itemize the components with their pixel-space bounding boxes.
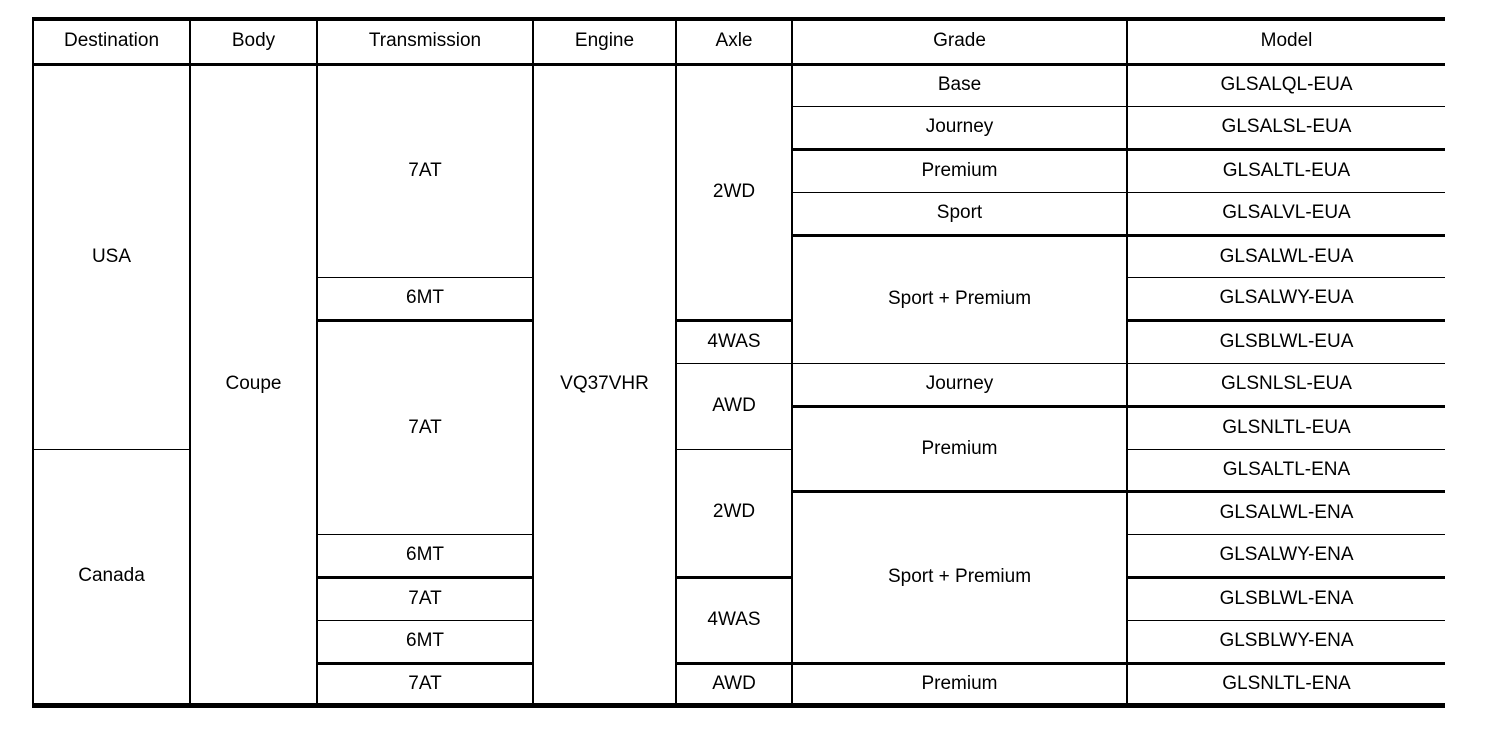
vehicle-model-table: Destination Body Transmission Engine Axl… xyxy=(32,17,1445,709)
header-axle: Axle xyxy=(675,19,793,66)
grade-cell: Journey xyxy=(791,106,1128,152)
transmission-cell: 7AT xyxy=(316,577,534,621)
model-cell: GLSALWL-ENA xyxy=(1126,491,1445,536)
model-cell: GLSALTL-EUA xyxy=(1126,149,1445,193)
header-grade: Grade xyxy=(791,19,1128,66)
model-cell: GLSBLWL-ENA xyxy=(1126,577,1445,621)
transmission-cell: 7AT xyxy=(316,64,534,279)
transmission-cell: 7AT xyxy=(316,320,534,536)
header-engine: Engine xyxy=(532,19,677,66)
destination-cell: Canada xyxy=(32,449,191,706)
model-cell: GLSNLTL-EUA xyxy=(1126,406,1445,450)
body-cell: Coupe xyxy=(189,64,318,706)
axle-cell: 4WAS xyxy=(675,320,793,365)
table-row: 6MT GLSBLWY-ENA xyxy=(33,620,1445,665)
model-cell: GLSALWL-EUA xyxy=(1126,235,1445,279)
model-cell: GLSALVL-EUA xyxy=(1126,192,1445,237)
table-row: 7AT 4WAS GLSBLWL-EUA xyxy=(33,320,1445,536)
model-cell: GLSALWY-ENA xyxy=(1126,534,1445,580)
transmission-cell: 6MT xyxy=(316,620,534,665)
table-header: Destination Body Transmission Engine Axl… xyxy=(32,19,1445,66)
table-row: 6MT GLSALWY-ENA xyxy=(33,534,1445,580)
axle-cell: AWD xyxy=(675,663,793,706)
model-cell: GLSALQL-EUA xyxy=(1126,64,1445,108)
table-row: 6MT GLSALWY-EUA xyxy=(33,277,1445,323)
grade-cell: Sport xyxy=(791,192,1128,237)
axle-cell: 2WD xyxy=(675,449,793,580)
model-cell: GLSBLWY-ENA xyxy=(1126,620,1445,665)
grade-cell: Premium xyxy=(791,149,1128,193)
model-cell: GLSALWY-EUA xyxy=(1126,277,1445,323)
model-cell: GLSALSL-EUA xyxy=(1126,106,1445,152)
header-destination: Destination xyxy=(32,19,191,66)
grade-cell: Premium xyxy=(791,663,1128,706)
table-row: 7AT 4WAS GLSBLWL-ENA xyxy=(33,577,1445,665)
grade-cell: Premium xyxy=(791,406,1128,494)
model-cell: GLSALTL-ENA xyxy=(1126,449,1445,494)
engine-cell: VQ37VHR xyxy=(532,64,677,706)
transmission-cell: 6MT xyxy=(316,534,534,580)
grade-cell: Sport + Premium xyxy=(791,235,1128,365)
grade-cell: Sport + Premium xyxy=(791,491,1128,665)
header-transmission: Transmission xyxy=(316,19,534,66)
grade-cell: Base xyxy=(791,64,1128,108)
destination-cell: USA xyxy=(32,64,191,450)
grade-cell: Journey xyxy=(791,363,1128,408)
header-body: Body xyxy=(189,19,318,66)
axle-cell: AWD xyxy=(675,363,793,450)
axle-cell: 4WAS xyxy=(675,577,793,665)
model-cell: GLSNLSL-EUA xyxy=(1126,363,1445,408)
vehicle-model-table-container: Destination Body Transmission Engine Axl… xyxy=(32,17,1445,709)
model-cell: GLSNLTL-ENA xyxy=(1126,663,1445,706)
transmission-cell: 6MT xyxy=(316,277,534,323)
table-row: Canada 2WD GLSALTL-ENA xyxy=(32,449,1445,706)
transmission-cell: 7AT xyxy=(316,663,534,706)
model-cell: GLSBLWL-EUA xyxy=(1126,320,1445,365)
axle-cell: 2WD xyxy=(675,64,793,323)
header-model: Model xyxy=(1126,19,1445,66)
header-row: Destination Body Transmission Engine Axl… xyxy=(32,19,1445,66)
